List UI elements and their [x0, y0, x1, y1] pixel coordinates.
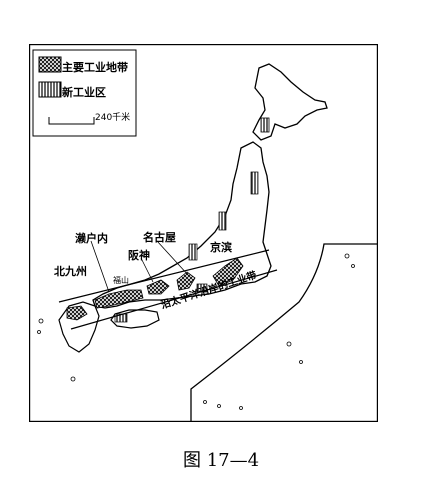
- islet-10: [351, 264, 355, 268]
- legend-major-label: 主要工业地带: [62, 61, 128, 74]
- figure-caption: 图 17—4: [183, 450, 260, 471]
- new-zone-tohoku-1: [250, 171, 259, 195]
- islet-8: [299, 360, 303, 364]
- islet-6: [239, 406, 243, 410]
- islet-1: [38, 318, 44, 324]
- islet-7: [286, 341, 292, 347]
- zone-setonaikai: [94, 289, 144, 309]
- islet-5: [217, 404, 221, 408]
- inset-border: [190, 243, 378, 421]
- label-keihin: 京滨: [210, 241, 232, 254]
- legend-new-swatch: [38, 81, 62, 98]
- map-frame: [29, 44, 378, 422]
- new-zone-hokkaido: [260, 117, 270, 133]
- new-zone-shikoku: [114, 313, 128, 323]
- label-nagoya: 名古屋: [143, 231, 176, 244]
- label-kitakyushu: 北九州: [54, 265, 87, 278]
- leader-setonaikai: [90, 240, 110, 293]
- zone-nagoya: [176, 271, 196, 291]
- label-hanshin: 阪神: [128, 249, 150, 262]
- new-zone-hokuriku: [188, 243, 198, 261]
- belt-line-north: [58, 249, 270, 303]
- belt-line-south: [70, 269, 278, 330]
- new-zone-tohoku-2: [218, 211, 227, 231]
- map-border: [29, 44, 378, 422]
- legend-new-label: 新工业区: [62, 86, 106, 99]
- islet-2: [37, 330, 41, 334]
- islet-9: [344, 253, 350, 259]
- scale-bar: [48, 117, 95, 125]
- scale-label: 240千米: [95, 113, 131, 123]
- islet-4: [203, 400, 207, 404]
- leader-hanshin: [140, 257, 154, 283]
- island-hokkaido: [252, 63, 328, 141]
- label-setonaikai: 濑户内: [75, 232, 108, 245]
- label-fukuyama: 福山: [113, 276, 129, 285]
- islet-3: [70, 376, 76, 382]
- zone-kitakyushu: [66, 305, 88, 321]
- legend-major-swatch: [38, 56, 62, 73]
- zone-hanshin: [146, 279, 170, 295]
- leader-nagoya: [156, 240, 190, 277]
